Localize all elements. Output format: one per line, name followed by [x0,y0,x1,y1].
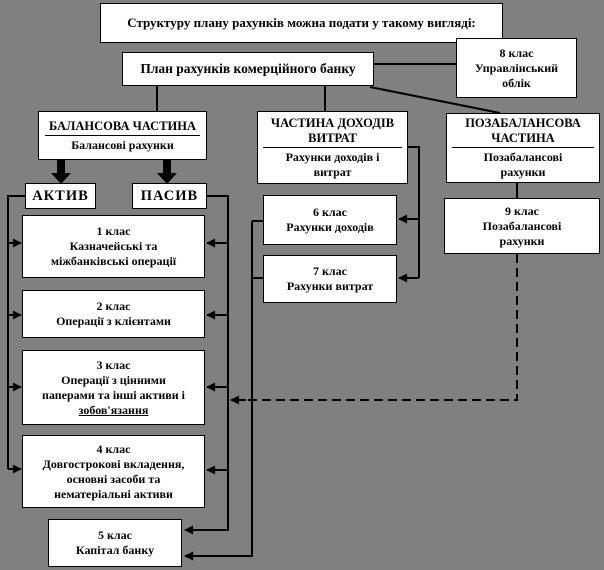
connector-plan-to-offbalance [369,86,501,114]
offbalance-section-subtitle-line: рахунки [500,165,546,179]
offbalance-section-subtitle-line: Позабалансові [483,150,563,164]
balance-section-header: БАЛАНСОВА ЧАСТИНА [44,119,201,136]
class67-to-class5-line [184,221,253,561]
class-2-line: Операції з клієнтами [56,314,171,328]
class-3-box: 3 клас Операції з цінними паперами та ін… [22,350,205,425]
class-1-box: 1 клас Казначейські та міжбанківські опе… [22,215,205,278]
pasiv-box: ПАСИВ [132,183,207,209]
class-7-line: Рахунки витрат [286,279,374,293]
class-3-line: Операції з цінними [61,372,166,387]
class-5-box: 5 клас Капітал банку [48,519,182,567]
offbalance-section-box: ПОЗАБАЛАНСОВА ЧАСТИНА Позабалансові раху… [446,113,600,183]
class-1-line: Казначейські та [69,239,158,253]
diagram-title: Структуру плану рахунків можна подати у … [127,15,476,30]
offbalance-section-subtitle: Позабалансові рахунки [484,148,563,180]
aktiv-box: АКТИВ [25,183,96,209]
class-4-line: 4 клас [96,441,131,456]
income-section-subtitle-line: Рахунки доходів і [285,149,380,164]
class-4-line: нематеріальні активи [54,486,173,501]
class-8-box: 8 клас Управлінський облік [456,38,577,98]
income-section-box: ЧАСТИНА ДОХОДІВ ВИТРАТ Рахунки доходів і… [257,111,408,184]
plan-box: План рахунків комерційного банку [122,52,374,86]
arrow-balance-to-pasiv [157,160,177,184]
class-5-line: 5 клас [98,528,132,542]
pasiv-label: ПАСИВ [140,187,199,204]
balance-section-subtitle: Балансові рахунки [71,137,174,152]
arrow-balance-to-aktiv [51,160,71,184]
class-9-line: 9 клас [505,203,539,218]
class-8-line: 8 клас [499,45,534,60]
class-4-line: основні засоби та [66,471,161,486]
offbalance-section-header-line: ЧАСТИНА [491,131,555,145]
class-6-line: 6 клас [313,205,347,219]
class-2-line: 2 клас [96,299,131,313]
aktiv-label: АКТИВ [32,187,89,204]
income-section-subtitle-line: витрат [313,164,352,179]
class-8-line: облік [502,75,531,90]
class9-dashed-line [246,254,518,401]
offbalance-section-header: ПОЗАБАЛАНСОВА ЧАСТИНА [452,116,594,148]
class-1-line: 1 клас [96,224,131,238]
class-9-box: 9 клас Позабалансові рахунки [444,198,600,254]
class-9-line: рахунки [499,233,545,248]
class-1-line: міжбанківські операції [50,254,177,268]
income-section-header-line: ВИТРАТ [308,130,357,145]
diagram-title-box: Структуру плану рахунків можна подати у … [100,3,503,43]
income-section-header-line: ЧАСТИНА ДОХОДІВ [270,115,395,130]
class-7-line: 7 клас [313,264,347,278]
class-4-line: Довгострокові вкладення, [42,456,185,471]
class-6-line: Рахунки доходів [286,220,374,234]
income-section-subtitle: Рахунки доходів і витрат [286,148,380,180]
class-3-line: зобов'язання [78,402,149,417]
income-bus-line [408,146,420,278]
offbalance-section-header-line: ПОЗАБАЛАНСОВА [465,116,581,130]
income-section-header: ЧАСТИНА ДОХОДІВ ВИТРАТ [263,116,402,148]
class-3-line: 3 клас [96,357,131,372]
aktiv-bus-line [7,195,25,469]
class-3-line: паперами та інші активи і [42,387,185,402]
class-5-line: Капітал банку [75,543,155,557]
balance-section-box: БАЛАНСОВА ЧАСТИНА Балансові рахунки [38,111,207,160]
class-6-box: 6 клас Рахунки доходів [263,195,397,245]
class-2-box: 2 клас Операції з клієнтами [22,290,205,338]
class-8-line: Управлінський [474,60,559,75]
class-7-box: 7 клас Рахунки витрат [263,255,397,303]
class-9-line: Позабалансові [482,218,562,233]
class-4-box: 4 клас Довгострокові вкладення, основні … [22,435,205,508]
pasiv-bus-line [184,195,229,535]
plan-box-label: План рахунків комерційного банку [140,61,356,76]
